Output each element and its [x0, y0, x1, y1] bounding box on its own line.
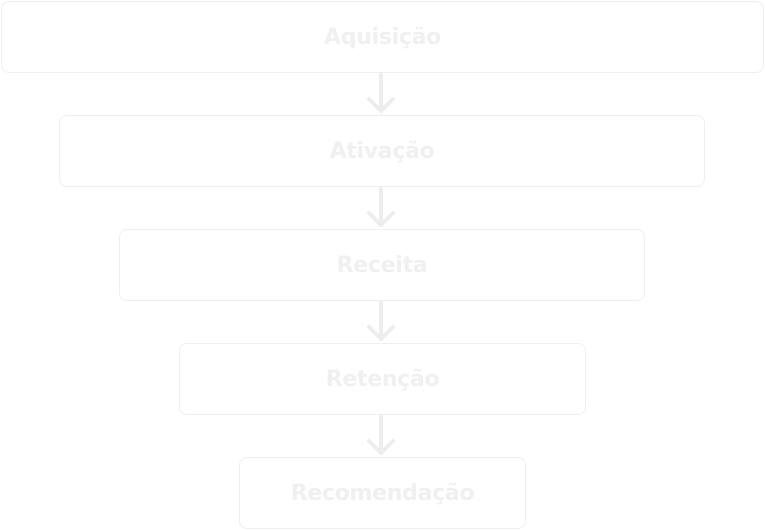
stage-label: Ativação [329, 138, 435, 164]
arrow-down-icon [364, 187, 398, 229]
stage-label: Recomendação [290, 480, 475, 506]
stage-acquisition: Aquisição [1, 1, 764, 73]
stage-retention: Retenção [179, 343, 586, 415]
stage-label: Retenção [325, 366, 440, 392]
arrow-down-icon [364, 73, 398, 115]
stage-label: Receita [336, 252, 428, 278]
stage-label: Aquisição [324, 24, 441, 50]
stage-referral: Recomendação [239, 457, 526, 529]
arrow-down-icon [364, 301, 398, 343]
stage-activation: Ativação [59, 115, 705, 187]
arrow-down-icon [364, 415, 398, 457]
stage-revenue: Receita [119, 229, 645, 301]
